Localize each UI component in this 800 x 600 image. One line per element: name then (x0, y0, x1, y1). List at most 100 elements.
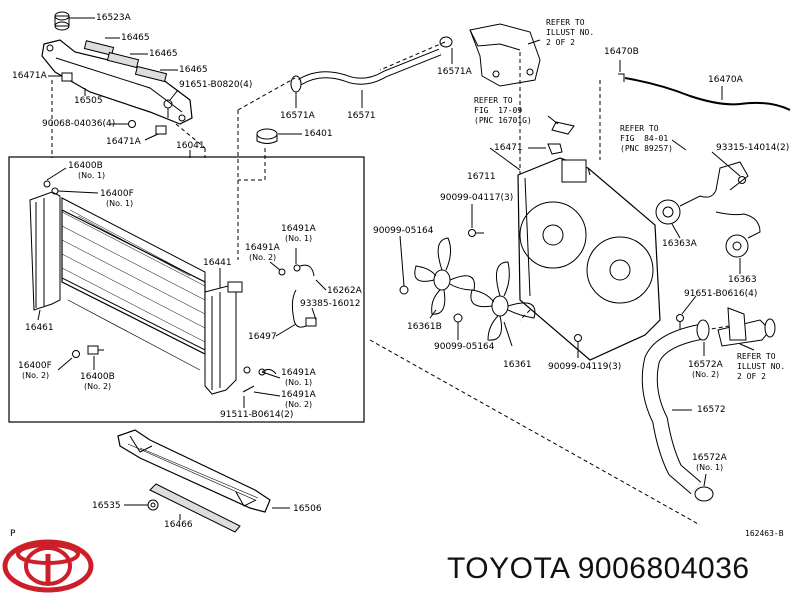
screw-93315-14014 (738, 176, 746, 184)
label-16400B-no1-sub: (No. 1) (78, 171, 106, 180)
label-16491A-c-sub: (No. 1) (285, 378, 313, 387)
hose-clamp-16572a-no2 (696, 319, 710, 341)
radiator-assembly-frame (8, 156, 365, 423)
label-16572A-no2-sub: (No. 2) (692, 370, 720, 379)
label-16400B-no2-sub: (No. 2) (84, 382, 112, 391)
label-90099-05164-a: 90099-05164 (373, 226, 434, 236)
bolt-90068-04036 (128, 120, 136, 128)
label-16400F-no1: 16400F (100, 189, 134, 199)
label-16361: 16361 (503, 360, 532, 370)
leader-16491A-b (269, 261, 281, 271)
label-16470B: 16470B (604, 47, 639, 57)
cushion-16466 (149, 483, 241, 533)
cushion-16465-a (83, 40, 115, 56)
hose-clamp-16571a-left (290, 75, 302, 93)
leader-16572A-b (703, 473, 707, 487)
label-16041: 16041 (176, 141, 205, 151)
fan-motor-16363a (655, 161, 749, 225)
label-16400F-no1-sub: (No. 1) (106, 199, 134, 208)
cooling-fan-16361 (470, 261, 536, 341)
label-16262A: 16262A (327, 286, 362, 296)
reservoir-hose-16470a (624, 77, 791, 111)
label-16505: 16505 (74, 96, 103, 106)
nut-90099-05164-lower (453, 313, 463, 323)
leader-16262A (315, 279, 327, 291)
ref-illust-top: REFER TO ILLUST NO. 2 OF 2 (546, 18, 595, 47)
leader-16711 (489, 147, 521, 171)
label-16572A-no1: 16572A (692, 453, 727, 463)
label-16571A-a: 16571A (280, 111, 315, 121)
hose-clamp-16572a-no1 (694, 486, 714, 502)
lower-radiator-hose (641, 324, 702, 495)
clip-16471a-lower (155, 125, 167, 135)
label-16471A-a: 16471A (12, 71, 47, 81)
label-90099-04119: 90099-04119(3) (548, 362, 622, 372)
ref-fig-17-09: REFER TO FIG 17-09 (PNC 16701G) (474, 96, 532, 125)
leader-16400B-1 (46, 167, 67, 181)
water-outlet-housing (469, 23, 541, 87)
label-16465-a: 16465 (121, 33, 150, 43)
plug-16400f-no2 (72, 350, 80, 358)
hose-clip-16470b (618, 73, 625, 82)
bolt-90099-04117 (468, 229, 484, 237)
clip-16471 (547, 143, 563, 155)
grommet-16523a (54, 11, 70, 31)
leader-93385 (311, 307, 317, 321)
label-16466: 16466 (164, 520, 193, 530)
cushion-16465-b (106, 51, 140, 69)
label-16361B: 16361B (407, 322, 442, 332)
lower-support-bracket (117, 429, 271, 513)
left-tank-16461 (29, 180, 61, 311)
label-16572A-no2: 16572A (688, 360, 723, 370)
part-number-caption: TOYOTA 9006804036 (447, 552, 750, 585)
ref-fig-84-01: REFER TO FIG 84-01 (PNC 89257) (620, 124, 673, 153)
leader-16497 (275, 323, 297, 337)
label-16401: 16401 (304, 129, 333, 139)
label-16400F-no2-sub: (No. 2) (22, 371, 50, 380)
clip-16471a-upper (61, 72, 73, 82)
label-91651-B0616: 91651-B0616(4) (684, 289, 758, 299)
leader-16491A-c (261, 371, 281, 379)
leader-16363A (671, 223, 681, 239)
label-16491A-d-sub: (No. 2) (285, 400, 313, 409)
upper-radiator-hose (298, 48, 442, 86)
leader-90099-05164-a (399, 235, 405, 287)
label-90068-04036: 90068-04036(4) (42, 119, 116, 129)
label-16465-c: 16465 (179, 65, 208, 75)
illustration-code: 162463-B (745, 529, 784, 538)
upper-support-bracket (41, 39, 193, 125)
bolt-90099-04119 (574, 334, 582, 342)
label-16400F-no2: 16400F (18, 361, 52, 371)
radiator-cap-16401 (256, 128, 278, 144)
label-16471A-b: 16471A (106, 137, 141, 147)
ref-fig-17-tag (551, 121, 575, 135)
leader-ref-fig-84 (671, 139, 687, 151)
leader-16461 (37, 309, 41, 321)
radiator-core (61, 197, 206, 371)
corner-letter: P (10, 529, 16, 539)
leader-ref-bottom (739, 343, 755, 351)
label-16571A-b: 16571A (437, 67, 472, 77)
bolt-91651-b0820 (163, 99, 173, 118)
right-tank-16441 (204, 281, 243, 395)
label-16471: 16471 (494, 143, 523, 153)
label-16400B-no2: 16400B (80, 372, 115, 382)
label-16363: 16363 (728, 275, 757, 285)
leader-91651-0616 (681, 295, 697, 315)
label-93315-14014: 93315-14014(2) (716, 143, 790, 153)
leader-16471A-b (144, 133, 159, 141)
label-16572A-no1-sub: (No. 1) (696, 463, 724, 472)
label-16497: 16497 (248, 332, 277, 342)
label-16491A-d: 16491A (281, 390, 316, 400)
cushion-16465-c (134, 65, 168, 83)
label-16363A: 16363A (662, 239, 697, 249)
label-16491A-b: 16491A (245, 243, 280, 253)
leader-91651-0820 (169, 89, 179, 101)
label-16470A: 16470A (708, 75, 743, 85)
drain-cock-16400b-no2 (87, 345, 104, 355)
leader-16400F-1 (57, 190, 99, 194)
label-16465-b: 16465 (149, 49, 178, 59)
label-16491A-b-sub: (No. 2) (249, 253, 277, 262)
